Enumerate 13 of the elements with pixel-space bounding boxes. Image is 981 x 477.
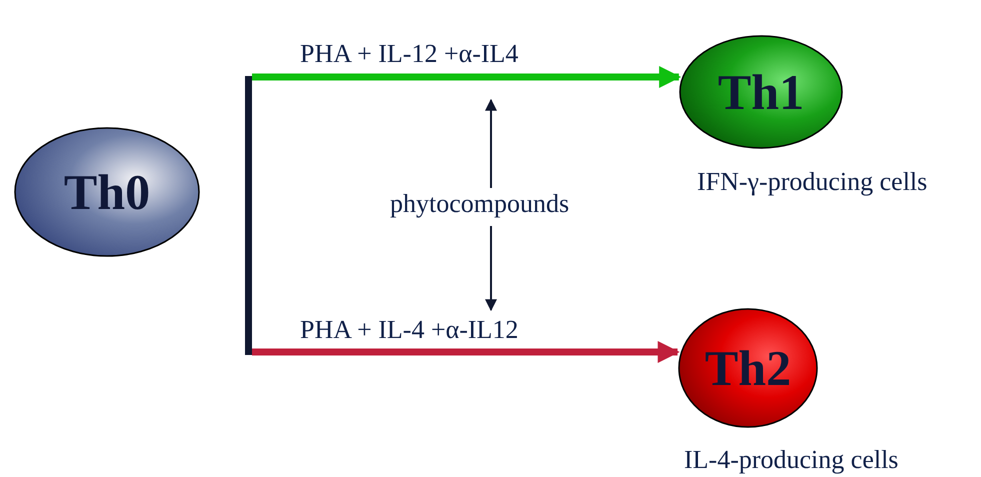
cell-label: Th1 bbox=[716, 67, 806, 117]
arrow bbox=[485, 98, 497, 188]
cell-label: Th0 bbox=[62, 167, 152, 217]
cell-ellipse bbox=[14, 127, 200, 257]
arrow bbox=[485, 226, 497, 312]
cell-ellipse bbox=[679, 35, 843, 149]
arrow bbox=[252, 66, 682, 88]
cell-caption: IL-4-producing cells bbox=[684, 446, 898, 475]
stimulus-label: phytocompounds bbox=[390, 190, 570, 219]
cell-ellipse bbox=[678, 308, 818, 428]
cell-label: Th2 bbox=[704, 343, 792, 393]
arrow bbox=[252, 341, 680, 363]
cell-caption: IFN-γ-producing cells bbox=[697, 168, 928, 197]
